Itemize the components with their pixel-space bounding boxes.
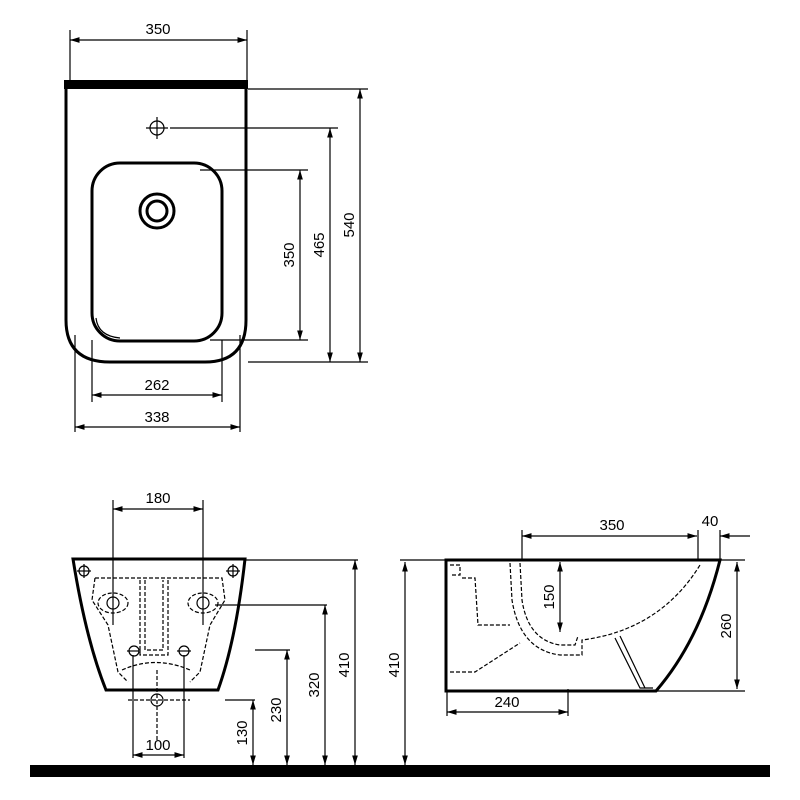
dim-height-410-front: 410: [336, 652, 353, 677]
dim-rim-40: 40: [702, 513, 719, 530]
dim-fixing-spacing: 180: [145, 490, 170, 507]
dim-length-240: 240: [494, 694, 519, 711]
top-view: 350 262 338 350 465 540: [64, 21, 368, 432]
bidet-outline-top: [64, 89, 248, 364]
floor-line: [30, 765, 770, 777]
dim-basin-width: 262: [144, 377, 169, 394]
dim-height-230: 230: [268, 697, 285, 722]
dim-width-top: 350: [145, 21, 170, 38]
dim-height-320: 320: [306, 672, 323, 697]
dim-drain-spacing: 100: [145, 737, 170, 754]
tap-hole-icon: [146, 117, 168, 139]
dim-basin-length: 350: [281, 242, 298, 267]
dim-height-410-side: 410: [386, 652, 403, 677]
basin-outline: [90, 161, 224, 343]
dim-height-130: 130: [234, 720, 251, 745]
bidet-outline-front: [71, 557, 247, 692]
front-view: 180 100 130 230 320 410: [71, 490, 358, 765]
drain-inner-icon: [145, 199, 169, 223]
dim-total-length: 540: [341, 212, 358, 237]
top-band: [64, 80, 248, 89]
dim-length-350: 350: [599, 517, 624, 534]
side-view: 350 40 150 260 240 410: [386, 513, 750, 765]
drain-outer-icon: [138, 192, 176, 230]
mount-hole-icon: [77, 564, 240, 740]
dim-tap-to-front: 465: [311, 232, 328, 257]
dim-width-bottom: 338: [144, 409, 169, 426]
dim-height-260: 260: [718, 613, 735, 638]
dim-depth-150: 150: [541, 584, 558, 609]
